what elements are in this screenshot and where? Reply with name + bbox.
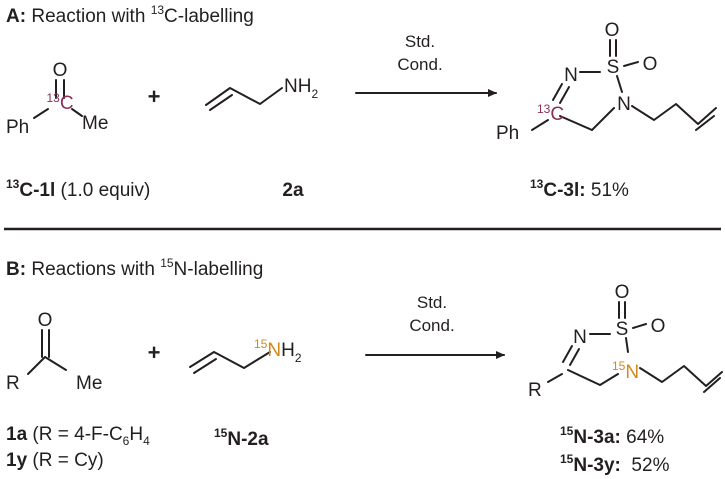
plus-sign-b: + [148, 340, 161, 365]
product-a-allyl-nitrogen: N [617, 94, 631, 115]
ketone-1a-1y: O R Me [6, 310, 102, 394]
arrow-a: Std. Cond. [355, 32, 497, 97]
product-a-oxygen-top: O [605, 20, 620, 41]
ketone-13c-1l: O 13C Ph Me [6, 60, 108, 138]
label-13c-1l: 13C-1l (1.0 equiv) [6, 177, 150, 201]
panel-a: A: Reaction with 13C-labelling O 13C Ph … [6, 3, 717, 201]
product-b-ring-nitrogen: N [573, 327, 587, 348]
product-b-r-group: R [528, 380, 542, 401]
ketone-carbon-13: 13C [46, 91, 73, 114]
label-13c-3l-yield: 13C-3l: 51% [530, 177, 629, 201]
product-a-carbon-13: 13C [537, 102, 564, 125]
arrow-b-bottom-label: Cond. [409, 316, 454, 335]
amine-nh2: NH2 [284, 76, 318, 101]
arrow-a-bottom-label: Cond. [397, 55, 442, 74]
ketone-b-r-group: R [6, 373, 20, 394]
product-13c-3l: O O S N N 13C Ph [496, 20, 717, 144]
ketone-b-oxygen: O [38, 310, 53, 331]
product-a-sulfur: S [607, 57, 620, 78]
arrow-b-top-label: Std. [417, 293, 447, 312]
allylamine-15n-2a: 15NH2 [189, 337, 302, 374]
product-b-15n-nitrogen: 15N [612, 359, 639, 383]
ketone-b-methyl: Me [76, 373, 102, 394]
label-1a: 1a (R = 4-F-C6H4 [6, 424, 150, 448]
product-a-oxygen-right: O [643, 54, 658, 75]
ketone-methyl: Me [82, 113, 108, 134]
plus-sign-a: + [148, 84, 161, 109]
label-2a: 2a [282, 180, 304, 201]
allylamine-2a: NH2 [205, 76, 318, 111]
ketone-phenyl: Ph [6, 117, 29, 138]
arrow-a-top-label: Std. [405, 32, 435, 51]
label-15n-3a-yield: 15N-3a: 64% [560, 424, 664, 448]
amine-15n-h2: 15NH2 [254, 337, 302, 365]
panel-b-header: B: Reactions with 15N-labelling [6, 256, 263, 280]
product-b-oxygen-right: O [651, 316, 666, 337]
label-15n-2a: 15N-2a [214, 426, 269, 450]
product-15n-3: O O S N 15N R [528, 282, 723, 401]
ketone-oxygen: O [53, 60, 68, 81]
label-1y: 1y (R = Cy) [6, 450, 104, 471]
product-a-ring-nitrogen: N [564, 65, 578, 86]
panel-a-header: A: Reaction with 13C-labelling [6, 3, 254, 27]
product-b-sulfur: S [616, 319, 629, 340]
panel-b: B: Reactions with 15N-labelling O R Me +… [6, 256, 723, 476]
product-b-oxygen-top: O [615, 282, 630, 303]
arrow-b: Std. Cond. [365, 293, 505, 359]
product-a-phenyl: Ph [496, 123, 519, 144]
label-15n-3y-yield: 15N-3y: 52% [560, 452, 670, 476]
